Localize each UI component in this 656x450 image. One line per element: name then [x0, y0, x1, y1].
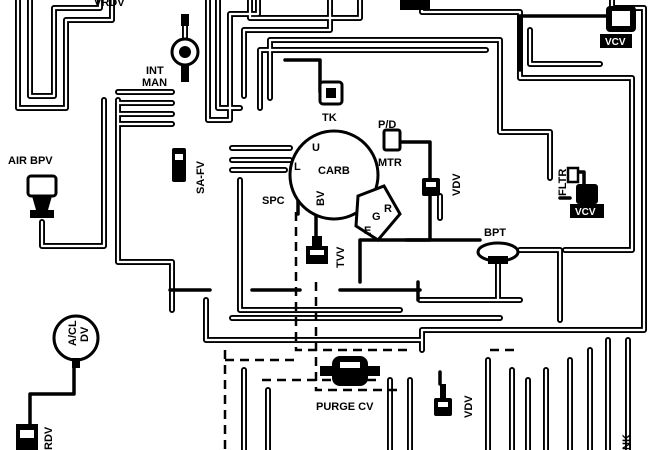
label-spc: SPC	[262, 195, 285, 207]
vdv-right-valve	[422, 178, 440, 196]
label-egr-e: E	[364, 225, 371, 237]
label-dv: DV	[79, 326, 91, 342]
int-man-valve	[170, 14, 200, 82]
label-egr-r: R	[384, 203, 392, 215]
tvv-valve	[306, 236, 328, 264]
solid-lines	[28, 14, 608, 426]
label-carb-bv: BV	[315, 190, 327, 206]
label-carb-u: U	[312, 142, 320, 154]
label-mtr: MTR	[378, 157, 402, 169]
double-hoses	[15, 0, 647, 450]
vcv-right-label-box	[570, 204, 604, 218]
label-vcv-top: VCV	[605, 37, 626, 48]
label-vdv-bottom: VDV	[463, 395, 475, 418]
air-bpv-valve	[26, 174, 58, 218]
label-man: MAN	[142, 77, 167, 89]
purge-cv-valve	[320, 356, 380, 386]
vcv-top-label-box	[600, 34, 632, 48]
sa-fv-valve	[172, 148, 186, 182]
label-air-bpv: AIR BPV	[8, 155, 53, 167]
label-bpt: BPT	[484, 227, 506, 239]
label-vcv-right: VCV	[575, 207, 596, 218]
label-p-d: P/D	[378, 119, 396, 131]
bpt-valve	[476, 241, 520, 264]
acl-dv-valve	[52, 314, 100, 368]
tk-component	[318, 80, 344, 106]
label-tank: NK	[621, 434, 633, 450]
label-int: INT	[146, 65, 164, 77]
vrdv-top-valve	[400, 0, 430, 10]
label-vrdv-top: VRDV	[94, 0, 125, 9]
label-vdv-right: VDV	[451, 173, 463, 196]
label-carb-l: L	[294, 161, 301, 173]
egr-valve	[354, 184, 402, 242]
label-tk: TK	[322, 112, 337, 124]
text-labels: VRDV VCV INT MAN TK AIR BPV SA-FV CARB U…	[8, 0, 633, 450]
label-fltr: FLTR	[557, 169, 569, 196]
rdv-valve	[16, 424, 38, 450]
vdv-bottom-valve	[434, 384, 452, 416]
label-rdv: RDV	[43, 426, 55, 450]
label-tvv: TVV	[335, 246, 347, 268]
label-purge-cv: PURGE CV	[316, 401, 374, 413]
p-d-mtr	[382, 128, 402, 152]
carb	[288, 129, 380, 221]
label-sa-fv: SA-FV	[195, 160, 207, 194]
label-carb: CARB	[318, 165, 350, 177]
label-egr-g: G	[372, 211, 381, 223]
label-acl: A/CL	[67, 320, 79, 346]
